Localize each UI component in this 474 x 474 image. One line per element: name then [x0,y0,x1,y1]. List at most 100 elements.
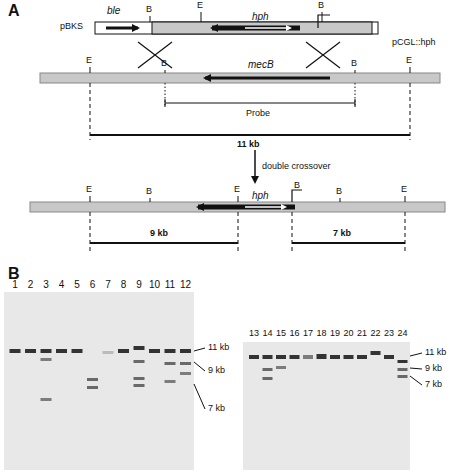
dna-band [263,355,273,359]
dna-band [134,377,145,380]
disrupted-locus [405,196,406,202]
genomic-locus [410,83,411,140]
dna-band [330,355,340,359]
disrupted-locus [90,212,91,252]
lane-number: 20 [343,329,353,338]
lane-number: 14 [262,329,272,338]
dna-band [41,349,52,353]
size-marker: 11 kb [425,348,446,357]
dna-band [398,360,408,363]
lane-number: 3 [43,280,49,290]
dna-band [249,355,259,359]
size-bracket [355,99,356,107]
genomic-locus [355,83,356,106]
plasmid-construct [318,15,330,28]
disrupted-locus [245,206,285,208]
leader-line [410,368,422,369]
restriction-site: B [294,181,300,190]
lane-number: 4 [59,280,65,290]
lane-number: 16 [289,329,299,338]
genomic-locus [410,67,411,73]
disrupted-locus [90,196,91,202]
dna-band [118,349,129,353]
restriction-site: E [401,185,407,194]
dna-band [87,386,98,389]
dna-band [398,368,408,371]
plasmid-construct [201,12,202,22]
dna-band [180,349,191,353]
dna-band [41,358,52,361]
lane-number: 24 [397,329,407,338]
size-bracket [165,103,355,104]
dna-band [25,349,36,353]
lane-number: 8 [121,280,127,290]
crossover-mark [138,42,340,68]
dna-band [56,349,67,353]
disrupted-locus [292,190,302,202]
lane-number: 10 [149,280,160,290]
dna-band [344,355,354,359]
size-bracket [90,134,410,136]
disrupted-locus [30,202,445,212]
lane-number: 2 [28,280,34,290]
restriction-site: B [351,59,357,68]
disrupted-locus [238,212,239,252]
leader-line [194,384,205,409]
leader-line [194,348,205,351]
dna-band [134,384,145,387]
plasmid-construct [150,16,151,22]
blot-membrane [243,342,410,470]
dna-band [371,351,381,355]
dna-band [165,380,176,383]
process-arrow [254,150,256,182]
crossover-mark [306,42,340,68]
dna-band [357,355,367,359]
plasmid-name: pBKS [60,22,83,31]
restriction-site: B [146,187,152,196]
size-marker: 11 kb [208,343,229,352]
lane-number: 1 [12,280,18,290]
process-label: double crossover [262,162,331,171]
lane-number: 6 [90,280,96,290]
gene-name: hph [252,12,269,22]
restriction-site: E [406,56,412,65]
size-marker: 7 kb [425,380,442,389]
lane-number: 17 [303,329,313,338]
disrupted-locus [405,212,406,252]
plasmid-construct [95,12,378,34]
dna-band [290,355,300,359]
lane-number: 22 [370,329,380,338]
leader-line [410,353,422,356]
dna-band [303,355,313,359]
dna-band [165,362,176,365]
size-label: 9 kb [150,229,168,238]
dna-band [134,360,145,363]
crossover-mark [138,42,172,68]
dna-band [103,351,114,354]
dna-band [317,354,327,359]
size-label: 11 kb [237,140,260,149]
dna-band [276,366,286,369]
dna-band [263,377,273,380]
lane-number: 15 [276,329,286,338]
size-marker: 7 kb [208,404,225,413]
restriction-site: E [197,1,203,10]
genomic-locus [165,83,166,106]
genomic-locus [90,83,91,140]
dna-band [87,378,98,381]
genomic-locus [90,67,91,73]
disrupted-locus [150,198,151,202]
leader-line [194,348,422,409]
restriction-site: B [336,187,342,196]
restriction-site: E [86,56,92,65]
disrupted-locus [238,196,239,202]
restriction-site: B [146,5,152,14]
plasmid-construct [95,22,378,34]
restriction-site: E [234,185,240,194]
genomic-locus [165,70,166,73]
lane-number: 9 [136,280,142,290]
dna-band [165,349,176,353]
lane-number: 11 [165,280,175,290]
